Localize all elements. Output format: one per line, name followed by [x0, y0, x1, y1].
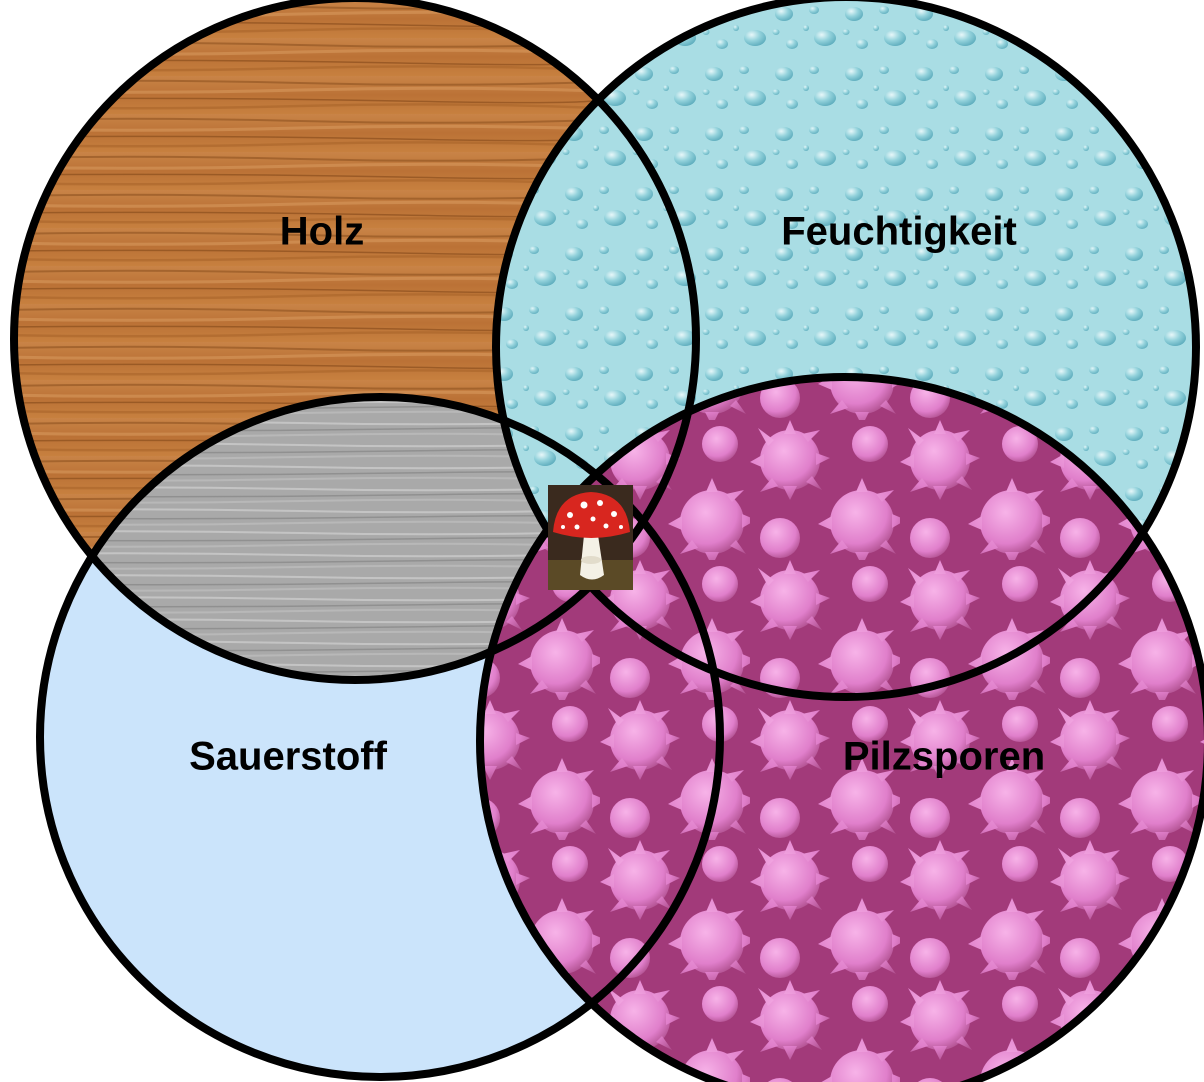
mushroom-icon: [548, 485, 633, 590]
pilzsporen-label: Pilzsporen: [843, 735, 1045, 779]
feuchtigkeit-label: Feuchtigkeit: [781, 210, 1017, 254]
holz-label: Holz: [280, 210, 364, 254]
sauerstoff-label: Sauerstoff: [189, 735, 387, 779]
